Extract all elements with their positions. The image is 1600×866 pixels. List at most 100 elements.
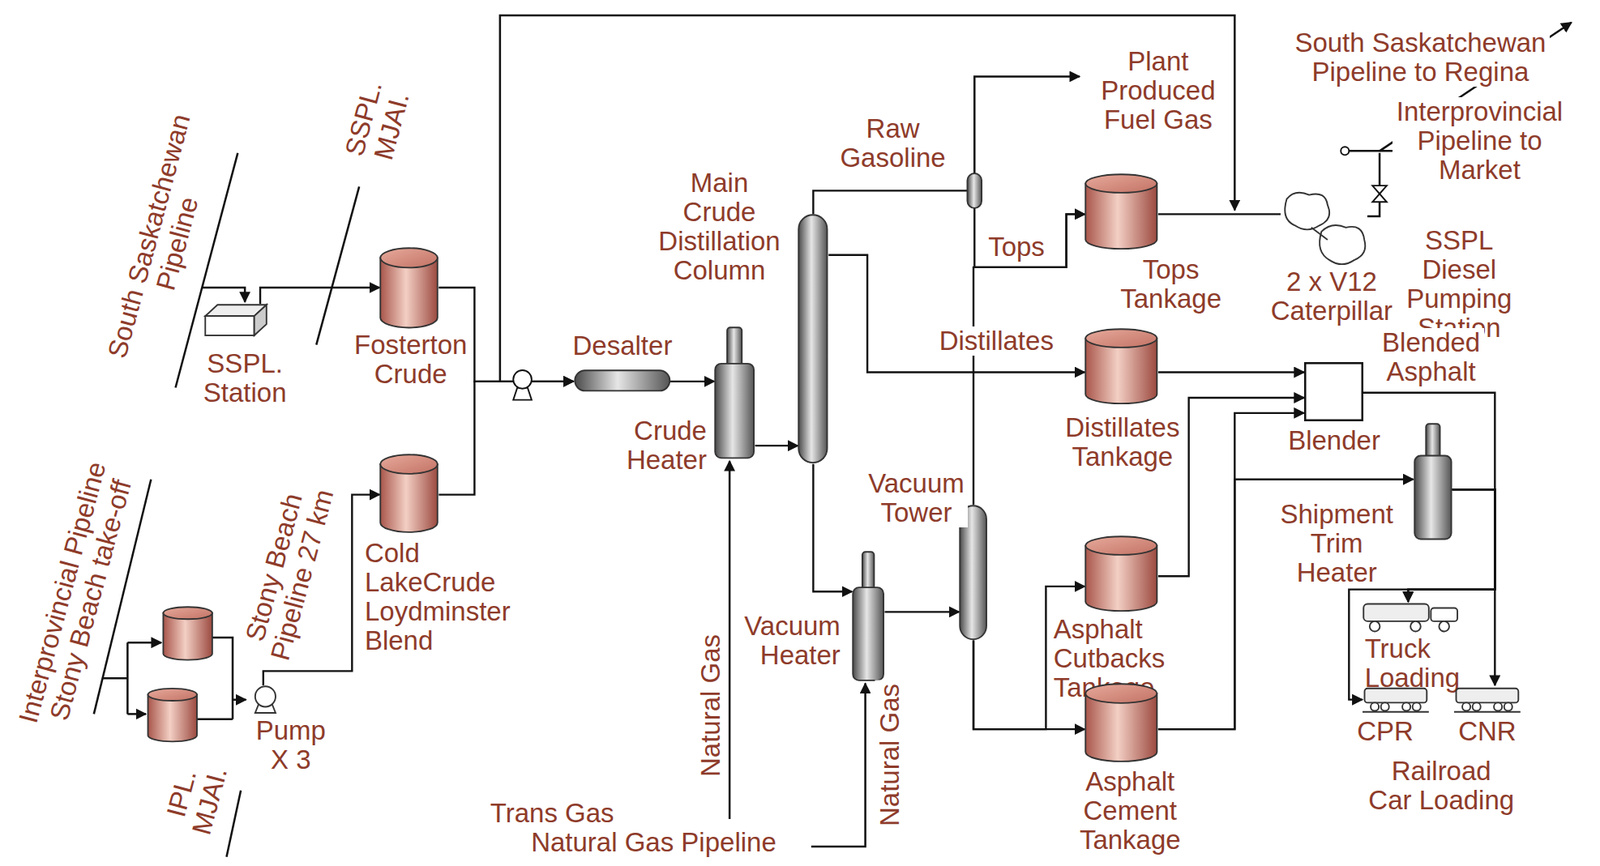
equipment-label: Tops Tankage	[1116, 255, 1225, 314]
equipment-label: Distillates Tankage	[1061, 413, 1184, 472]
desalter-vessel: Desalter	[573, 369, 672, 393]
equipment-label: Pump X 3	[252, 716, 330, 775]
storage-tank	[1085, 174, 1157, 193]
storage-tank	[148, 694, 197, 742]
fired-heater: Crude Heater	[714, 326, 755, 460]
truck-symbol: Truck Loading	[1362, 602, 1460, 634]
engine-symbol	[1280, 188, 1368, 271]
fired-heater	[715, 363, 755, 459]
rail-car	[1454, 688, 1521, 713]
storage-tank	[380, 454, 438, 533]
pipeline-label: IPL. MJAI.	[158, 753, 235, 842]
pump-symbol	[255, 686, 276, 707]
pipeline-label: Natural Gas	[875, 680, 905, 830]
rail-car	[1472, 702, 1481, 711]
pipe-connector	[260, 287, 380, 304]
stream-label: Tops	[985, 232, 1049, 262]
pump-station	[253, 304, 266, 336]
equipment-label: Vacuum Heater	[740, 611, 843, 671]
pipe-connector	[1158, 371, 1305, 373]
mixer-pump	[513, 370, 532, 390]
rail-car	[1362, 711, 1429, 714]
pipe-connector	[670, 380, 715, 383]
pipeline-boundary	[316, 186, 360, 345]
stream-label: Railroad Car Loading	[1364, 757, 1518, 816]
pipe-connector	[1158, 213, 1281, 215]
rail-car	[1493, 702, 1502, 711]
fired-heater	[1425, 424, 1440, 460]
stream-label: Blended Asphalt	[1378, 328, 1485, 387]
fired-heater	[862, 551, 875, 591]
equipment-label: Shipment Trim Heater	[1276, 500, 1397, 588]
storage-tank	[1085, 174, 1157, 249]
equipment-label: Blender	[1284, 426, 1384, 456]
storage-tank	[379, 453, 439, 534]
truck-symbol	[1410, 621, 1421, 633]
storage-tank	[1084, 535, 1159, 612]
desalter-vessel	[573, 369, 672, 393]
valve-symbol	[1372, 185, 1387, 202]
pipe-connector	[884, 611, 959, 613]
stream-label: Trans Gas	[487, 799, 619, 829]
pipe-line	[102, 15, 1572, 848]
pipeline-label: Natural Gas	[695, 631, 725, 782]
fired-heater	[1414, 424, 1451, 540]
pipe-connector	[438, 381, 574, 496]
fired-heater	[727, 327, 742, 368]
stream-label: Natural Gas Pipeline	[528, 828, 781, 858]
equipment-label: CNR	[1454, 717, 1520, 747]
pump-station	[205, 316, 254, 336]
pipe-connector	[755, 444, 799, 447]
engine-symbol	[1311, 227, 1328, 240]
equipment-label: Crude Heater	[621, 416, 710, 475]
fired-heater	[1413, 423, 1453, 541]
storage-tank	[1085, 684, 1157, 763]
distillation-column	[799, 215, 828, 464]
engine-symbol	[1284, 192, 1365, 265]
pipe-line	[1367, 153, 1380, 217]
pipe-connector	[812, 464, 852, 592]
truck-symbol	[1438, 621, 1450, 633]
storage-tank: Asphalt Cutbacks Tankage	[1084, 535, 1159, 612]
pipe-line	[500, 15, 1235, 382]
equipment-label: Main Crude Distillation Column	[654, 168, 784, 286]
storage-tank	[148, 607, 213, 742]
stream-label: Distillates	[936, 326, 1059, 356]
equipment-label: SSPL Diesel Pumping Station	[1403, 226, 1516, 343]
pipe-line	[127, 641, 162, 645]
rail-car	[1362, 688, 1429, 713]
fired-heater	[852, 551, 884, 681]
storage-tank	[379, 247, 439, 330]
pipeline-label: Interprovincial Pipeline Stony Beach tak…	[12, 455, 142, 738]
fired-heater: Vacuum Heater	[851, 551, 885, 682]
separator-drum	[966, 173, 982, 209]
pipe-connector	[828, 255, 1085, 373]
storage-tank	[1084, 328, 1159, 405]
equipment-label: Vacuum Tower	[864, 469, 968, 528]
stream-label: Raw Gasoline	[836, 114, 950, 173]
fired-heater	[852, 587, 884, 681]
truck-symbol	[1362, 602, 1460, 634]
pump-station	[205, 304, 267, 336]
pipe-line	[232, 699, 246, 702]
pump-station	[204, 303, 268, 337]
truck-symbol	[1363, 603, 1429, 621]
fired-heater: Shipment Trim Heater	[1413, 423, 1453, 541]
engine-symbol	[1284, 192, 1330, 231]
rail-car	[1454, 685, 1521, 715]
storage-tank	[380, 248, 438, 268]
fired-heater	[714, 326, 755, 460]
storage-tank	[1085, 536, 1157, 612]
fired-heater	[1414, 456, 1451, 540]
blender-box	[1304, 363, 1362, 420]
distillation-column	[797, 213, 829, 464]
pipe-line	[201, 287, 245, 303]
desalter-vessel	[574, 370, 670, 391]
storage-tank	[1085, 536, 1157, 556]
rail-car	[1364, 688, 1427, 704]
pipe-line	[127, 713, 146, 716]
equipment-label: CPR	[1353, 717, 1417, 747]
storage-tank	[1085, 329, 1157, 349]
rail-car: CPR	[1362, 685, 1429, 715]
truck-symbol	[1368, 621, 1380, 633]
